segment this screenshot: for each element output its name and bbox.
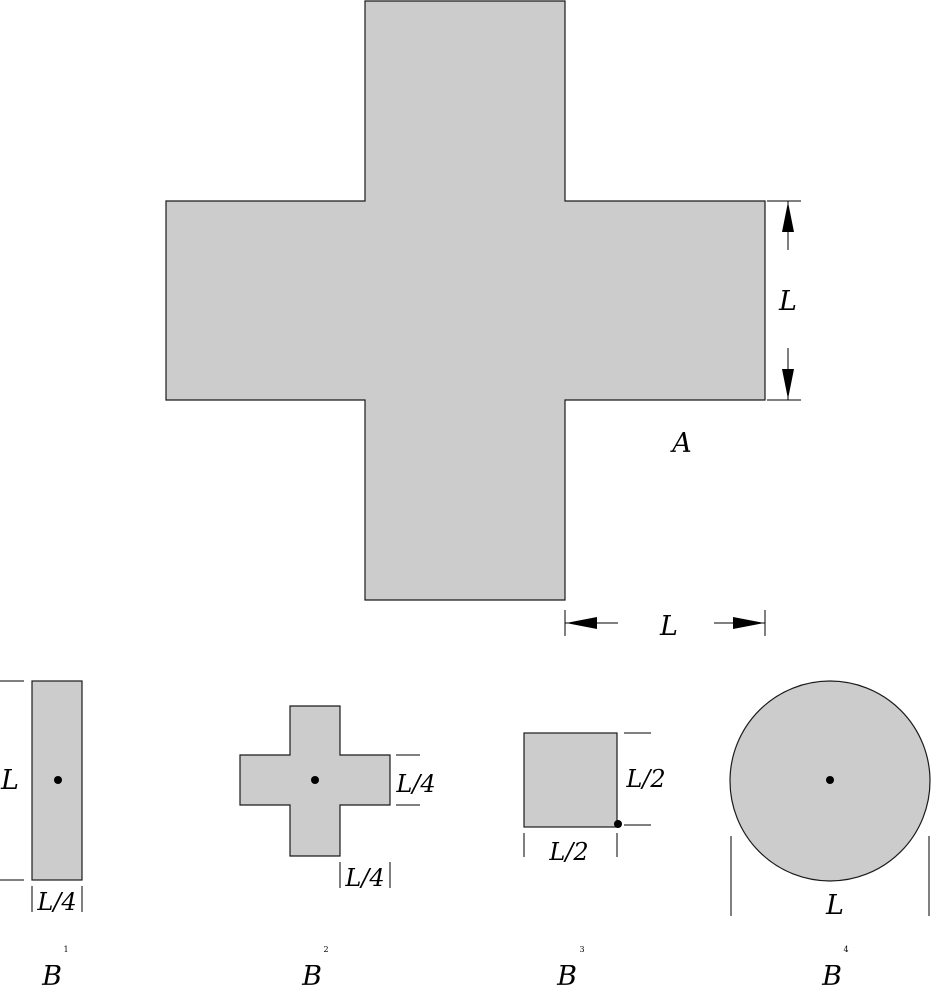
arrow-right-icon (733, 617, 764, 629)
figure-b1: L L/4 B 1 (0, 680, 83, 987)
center-dot-b2 (311, 776, 319, 784)
dim-bottom-b1: L/4 (36, 888, 76, 916)
index-b4: 4 (843, 945, 848, 954)
cross-shape-a (165, 0, 766, 601)
arrow-down-icon (782, 369, 794, 399)
index-b3: 3 (579, 945, 584, 954)
dim-bottom-b3: L/2 (548, 838, 588, 866)
label-b4: B (821, 961, 842, 987)
figure-b4: L B 4 (729, 680, 931, 987)
dim-bottom-b4: L (825, 890, 844, 921)
width-dimension: L (564, 610, 766, 642)
label-b1: B (41, 961, 62, 987)
height-dim-label: L (778, 286, 797, 317)
height-dimension: L (767, 200, 801, 401)
dim-right-b2: L/4 (395, 770, 435, 798)
dim-bottom-b2: L/4 (344, 864, 384, 892)
dim-left-b1: L (0, 765, 19, 796)
square-shape-b3 (523, 732, 618, 828)
center-dot-b1 (54, 776, 62, 784)
figure-b2: L/4 L/4 B 2 (239, 705, 436, 987)
index-b2: 2 (323, 945, 328, 954)
corner-dot-b3 (614, 820, 622, 828)
figure-b3: L/2 L/2 B 3 (523, 732, 666, 987)
label-b2: B (301, 961, 322, 987)
center-dot-b4 (826, 776, 834, 784)
index-b1: 1 (63, 945, 68, 954)
label-b3: B (556, 961, 577, 987)
figure-a: L L A (165, 0, 801, 642)
figure-a-label: A (669, 428, 692, 459)
width-dim-label: L (659, 611, 678, 642)
arrow-left-icon (566, 617, 597, 629)
arrow-up-icon (782, 202, 794, 232)
dim-right-b3: L/2 (625, 765, 665, 793)
